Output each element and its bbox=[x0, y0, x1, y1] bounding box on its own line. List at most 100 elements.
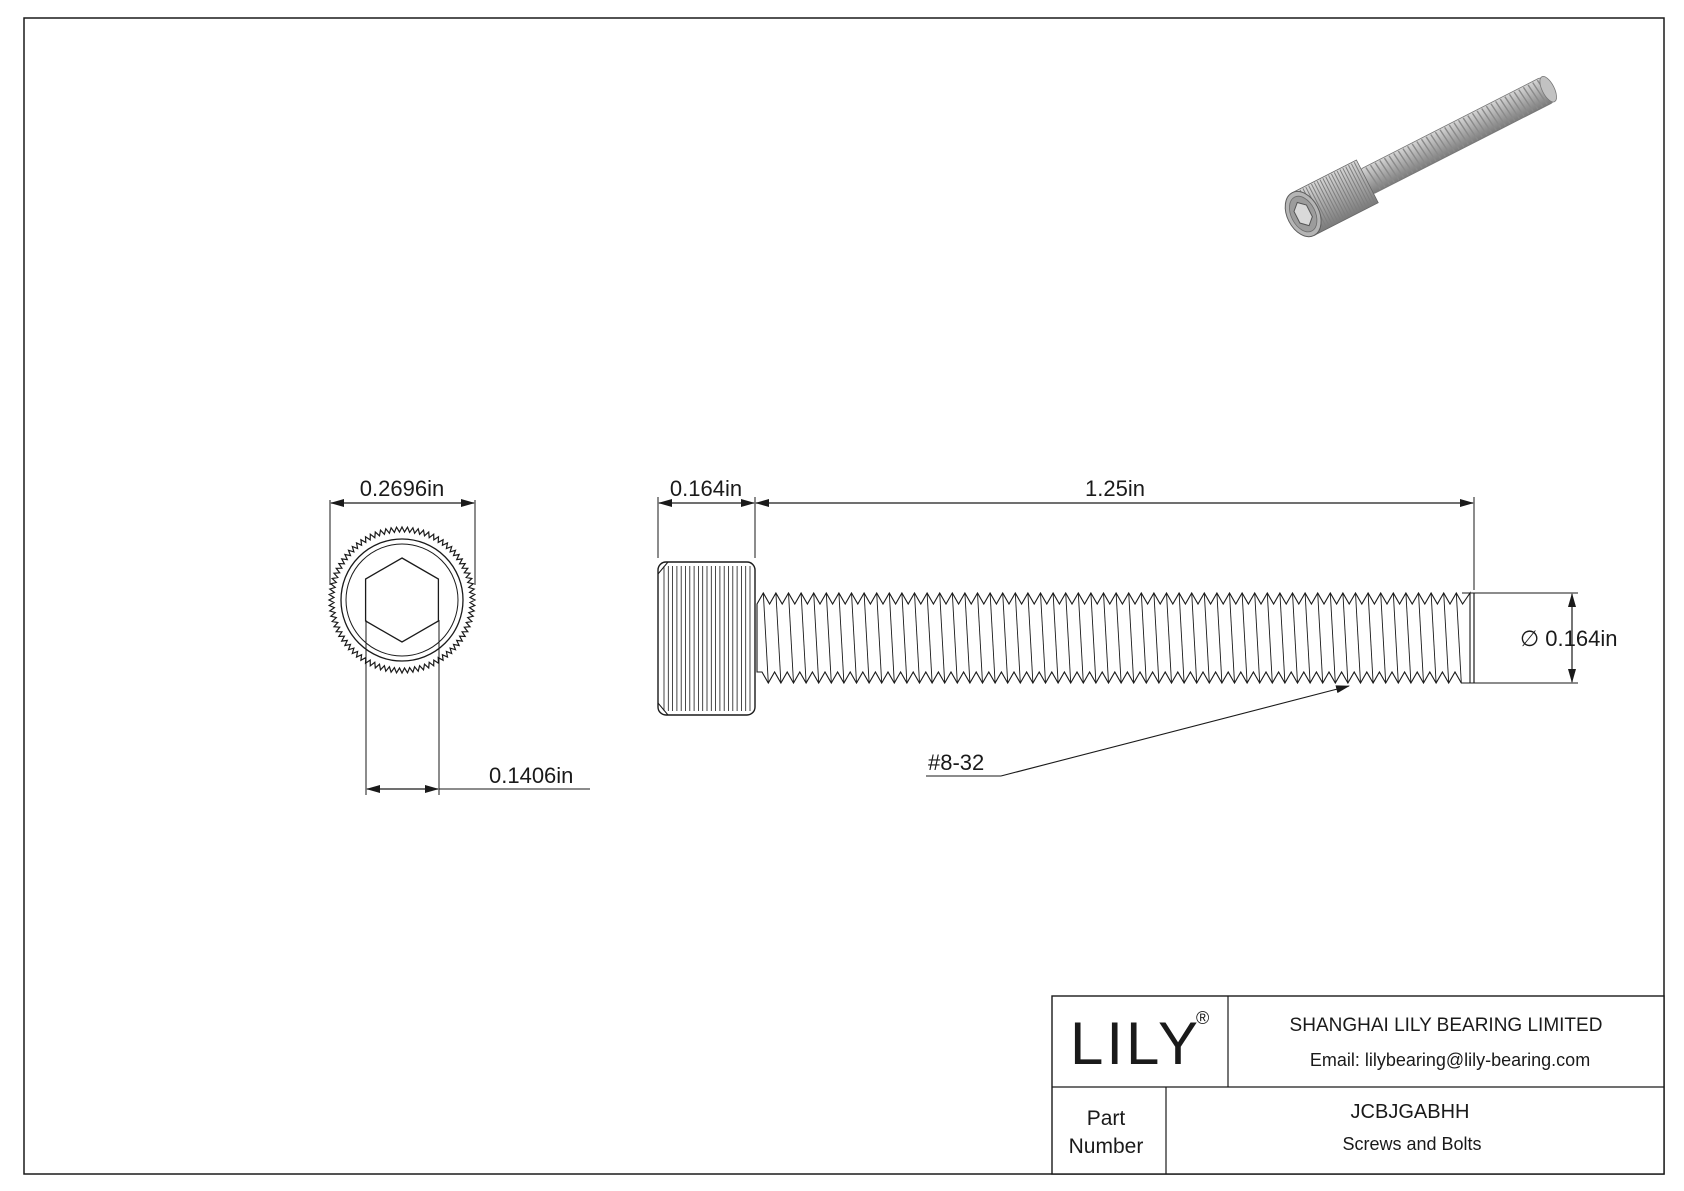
iso-knurl bbox=[1328, 175, 1350, 217]
thread-flank bbox=[851, 592, 857, 684]
thread-flank bbox=[977, 592, 983, 684]
iso-knurl bbox=[1319, 179, 1342, 221]
iso-knurl bbox=[1310, 183, 1333, 226]
iso-thread bbox=[1383, 157, 1400, 181]
thread-flank bbox=[1153, 592, 1160, 684]
iso-thread bbox=[1430, 134, 1446, 157]
socket-size-label: 0.1406in bbox=[489, 763, 573, 788]
thread-flank bbox=[1304, 592, 1311, 684]
iso-thread bbox=[1471, 112, 1488, 136]
iso-thread bbox=[1448, 124, 1465, 148]
thread-flank bbox=[989, 592, 996, 684]
iso-thread bbox=[1476, 110, 1493, 134]
iso-thread bbox=[1439, 129, 1456, 152]
thread-flank bbox=[1254, 592, 1261, 684]
thread-flank bbox=[1052, 592, 1059, 684]
iso-thread bbox=[1374, 162, 1391, 185]
part-number: JCBJGABHH bbox=[1351, 1101, 1470, 1123]
thread-flank bbox=[964, 592, 971, 684]
head-chamfer-left bbox=[657, 561, 669, 716]
iso-thread bbox=[1420, 138, 1437, 162]
thread-flank bbox=[838, 592, 845, 684]
head-face-outer bbox=[340, 538, 464, 662]
head-face-inner bbox=[345, 543, 459, 657]
iso-thread bbox=[1481, 108, 1497, 131]
thread-flank bbox=[825, 592, 832, 684]
dim-thread-diameter: ∅ 0.164in bbox=[1462, 592, 1617, 684]
company-name: SHANGHAI LILY BEARING LIMITED bbox=[1290, 1015, 1603, 1036]
thread-flank bbox=[926, 592, 933, 684]
thread-flank bbox=[1040, 592, 1046, 684]
thread-flank bbox=[1405, 592, 1412, 684]
head-height-label: 0.164in bbox=[670, 476, 742, 501]
iso-thread bbox=[1397, 150, 1414, 174]
thread-flank bbox=[1380, 592, 1387, 684]
iso-thread bbox=[1504, 96, 1520, 119]
thread-flank bbox=[1367, 592, 1374, 684]
logo-registered-mark: ® bbox=[1196, 1008, 1209, 1028]
thread-flank bbox=[762, 592, 769, 684]
thread-flank bbox=[901, 592, 908, 684]
iso-knurl bbox=[1322, 177, 1345, 220]
thread-flank bbox=[1027, 592, 1034, 684]
thread-flank bbox=[1216, 592, 1223, 684]
thread-flank bbox=[1392, 592, 1399, 684]
thread-flank bbox=[1077, 592, 1084, 684]
screw-head bbox=[657, 561, 756, 716]
iso-knurl bbox=[1339, 169, 1362, 211]
thread-flank bbox=[1317, 592, 1324, 684]
thread-flank bbox=[788, 592, 794, 684]
iso-knurl bbox=[1330, 173, 1353, 216]
iso-thread bbox=[1365, 167, 1381, 190]
thread-flank bbox=[1002, 592, 1009, 684]
iso-knurl bbox=[1313, 182, 1336, 224]
iso-knurl bbox=[1333, 172, 1356, 214]
thread-flank bbox=[914, 592, 920, 684]
dim-head-diameter: 0.2696in bbox=[329, 476, 476, 585]
iso-thread bbox=[1467, 115, 1483, 138]
thread-flanks bbox=[762, 592, 1462, 684]
iso-knurl bbox=[1336, 170, 1359, 213]
thread-flank bbox=[775, 592, 782, 684]
iso-thread bbox=[1444, 126, 1460, 150]
hex-socket bbox=[364, 557, 440, 643]
iso-knurl bbox=[1342, 167, 1365, 210]
iso-thread bbox=[1425, 136, 1442, 160]
thread-flank bbox=[813, 592, 820, 684]
title-block: LILY ® SHANGHAI LILY BEARING LIMITED Ema… bbox=[1051, 995, 1665, 1175]
part-label-line1: Part bbox=[1087, 1107, 1126, 1130]
thread-flank bbox=[1266, 592, 1273, 684]
thread-flank bbox=[1115, 592, 1122, 684]
thread-spec-label: #8-32 bbox=[928, 750, 984, 775]
thread-outline bbox=[756, 591, 1471, 685]
iso-knurl bbox=[1345, 166, 1367, 208]
iso-thread bbox=[1518, 89, 1534, 112]
thread-flank bbox=[888, 592, 895, 684]
iso-thread bbox=[1434, 131, 1451, 155]
thread-flank bbox=[951, 592, 958, 684]
iso-thread bbox=[1393, 152, 1409, 176]
iso-thread bbox=[1411, 143, 1428, 167]
company-email: Email: lilybearing@lily-bearing.com bbox=[1310, 1050, 1590, 1070]
iso-thread bbox=[1490, 103, 1507, 126]
thread-flank bbox=[1191, 592, 1198, 684]
iso-thread bbox=[1532, 82, 1548, 105]
part-category: Screws and Bolts bbox=[1342, 1134, 1481, 1154]
iso-knurl bbox=[1325, 176, 1348, 218]
iso-thread bbox=[1485, 105, 1502, 129]
iso-thread bbox=[1457, 119, 1474, 143]
thread-flank bbox=[1229, 592, 1235, 684]
iso-thread bbox=[1462, 117, 1479, 141]
iso-thread bbox=[1527, 84, 1544, 108]
iso-thread bbox=[1388, 155, 1405, 178]
thread-flank bbox=[1014, 592, 1021, 684]
iso-thread bbox=[1453, 122, 1469, 145]
isometric-preview bbox=[1284, 76, 1557, 238]
thread-flank bbox=[1128, 592, 1135, 684]
iso-thread bbox=[1508, 93, 1525, 117]
thread-flank bbox=[1342, 592, 1349, 684]
iso-thread bbox=[1379, 160, 1395, 183]
length-label: 1.25in bbox=[1085, 476, 1145, 501]
head-knurl-lines bbox=[663, 566, 751, 711]
